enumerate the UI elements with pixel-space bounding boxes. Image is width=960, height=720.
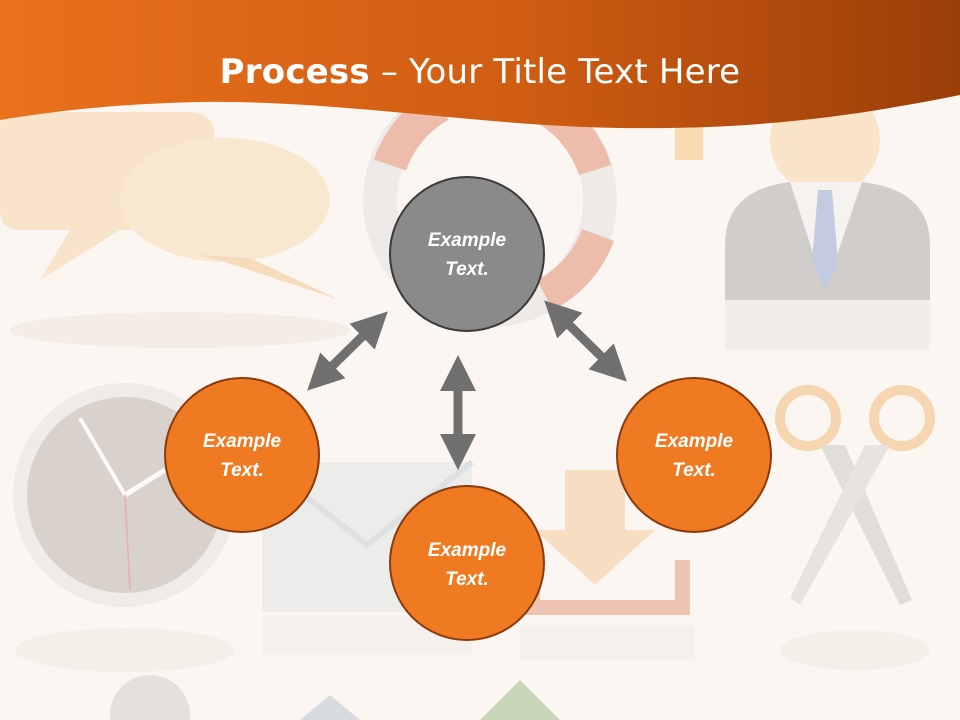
node-bottom-line2: Text. — [445, 569, 489, 590]
node-right-circle — [616, 377, 772, 533]
node-top-line1: Example — [427, 230, 507, 251]
node-right-line1: Example — [654, 431, 734, 452]
arrow-top-left — [307, 311, 388, 391]
arrow-top-right — [544, 300, 627, 382]
title-bold: Process — [219, 52, 370, 92]
node-left-line2: Text. — [220, 460, 264, 481]
node-left-line1: Example — [202, 431, 282, 452]
speech-bubbles-icon — [0, 112, 350, 348]
download-tray-icon — [520, 470, 695, 660]
slide-title: Process – Your Title Text Here — [0, 52, 960, 92]
scissors-icon — [775, 385, 935, 670]
title-dash: – — [369, 52, 410, 92]
node-bottom-circle — [389, 485, 545, 641]
node-bottom-line1: Example — [427, 540, 507, 561]
node-top-circle — [389, 176, 545, 332]
node-left-circle — [164, 377, 320, 533]
node-right-line2: Text. — [672, 460, 716, 481]
node-bottom-label: Example Text. — [397, 536, 537, 594]
title-rest: Your Title Text Here — [409, 52, 741, 92]
header-band — [0, 0, 960, 129]
node-left-label: Example Text. — [172, 427, 312, 485]
node-top-label: Example Text. — [397, 226, 537, 284]
bottom-partial-icons — [110, 675, 560, 720]
node-right-label: Example Text. — [624, 427, 764, 485]
node-top-line2: Text. — [445, 259, 489, 280]
